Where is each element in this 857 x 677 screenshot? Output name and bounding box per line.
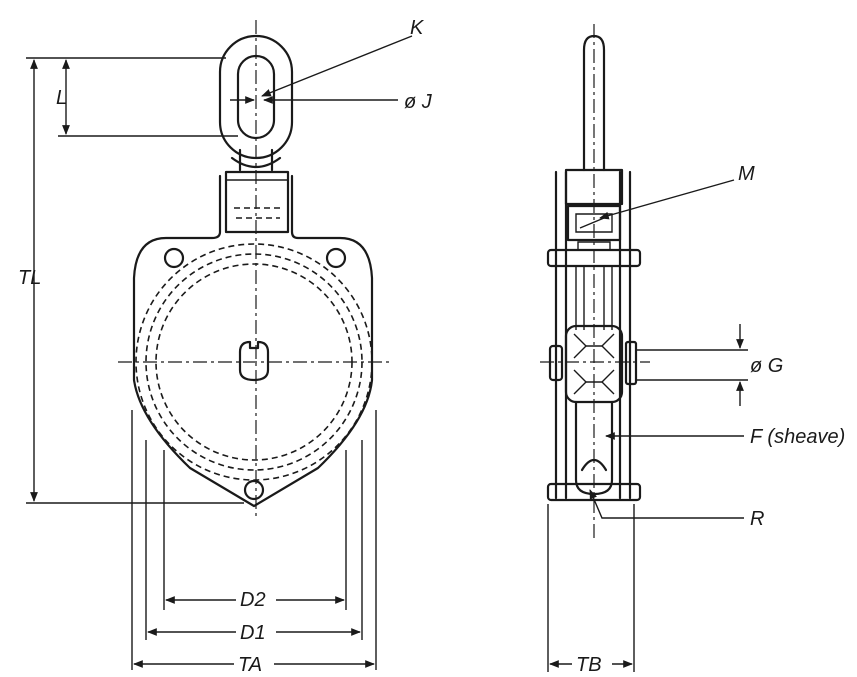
label-f: F (sheave) <box>750 426 845 448</box>
bolt-top-left <box>163 247 185 269</box>
label-tb: TB <box>576 654 602 676</box>
label-d2: D2 <box>240 589 266 611</box>
label-tl: TL <box>18 267 41 289</box>
front-dimensions <box>26 35 413 670</box>
label-l: L <box>56 87 67 109</box>
side-dimensions <box>547 179 748 672</box>
label-k: K <box>410 17 425 39</box>
bolt-top-right <box>325 247 347 269</box>
block-neck <box>224 170 290 234</box>
sheave-side <box>548 324 638 496</box>
side-view <box>540 24 650 540</box>
axle-hole <box>238 340 270 382</box>
front-view <box>118 20 392 520</box>
label-j: ø J <box>404 91 433 113</box>
label-m: M <box>738 163 755 185</box>
bolt-bottom <box>243 479 265 501</box>
axle-nut <box>624 340 638 386</box>
label-r: R <box>750 508 764 530</box>
label-ta: TA <box>238 654 262 676</box>
side-plate <box>132 174 374 508</box>
label-g: ø G <box>750 355 783 377</box>
label-d1: D1 <box>240 622 266 644</box>
